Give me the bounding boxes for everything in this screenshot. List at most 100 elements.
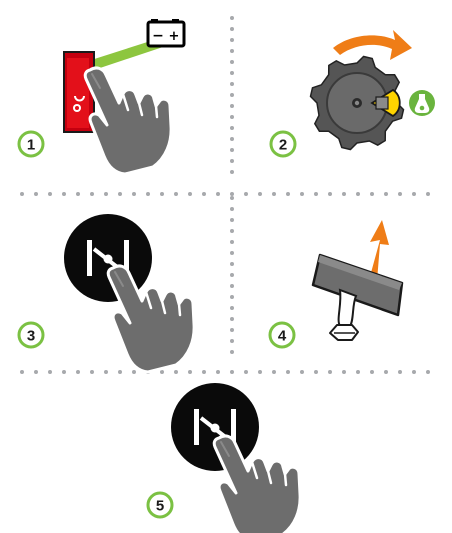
divider-dot bbox=[230, 192, 234, 196]
divider-dot bbox=[230, 104, 234, 108]
divider-dot bbox=[174, 192, 178, 196]
divider-dot bbox=[356, 370, 360, 374]
divider-dot bbox=[202, 370, 206, 374]
step-2-panel: 2 bbox=[269, 30, 435, 158]
divider-dot bbox=[286, 192, 290, 196]
divider-dot bbox=[230, 49, 234, 53]
battery-minus-label: − bbox=[152, 28, 164, 44]
step-1-badge: 1 bbox=[17, 130, 45, 158]
stop-button-icon bbox=[62, 212, 154, 304]
divider-dot bbox=[230, 295, 234, 299]
divider-dot bbox=[34, 370, 38, 374]
divider-dot bbox=[272, 370, 276, 374]
step-1-panel: − + 1 bbox=[17, 19, 186, 176]
divider-dot bbox=[300, 192, 304, 196]
rotate-arrow-icon bbox=[333, 30, 412, 60]
divider-dot bbox=[384, 192, 388, 196]
pointing-hand-icon bbox=[212, 434, 302, 533]
divider-dot bbox=[328, 192, 332, 196]
divider-dot bbox=[426, 370, 430, 374]
divider-dot bbox=[216, 192, 220, 196]
divider-dot bbox=[230, 170, 234, 174]
divider-dot bbox=[62, 192, 66, 196]
divider-dot bbox=[426, 192, 430, 196]
divider-dot bbox=[412, 192, 416, 196]
divider-dot bbox=[370, 192, 374, 196]
divider-dot bbox=[160, 192, 164, 196]
divider-dot bbox=[342, 370, 346, 374]
divider-dot bbox=[230, 82, 234, 86]
valve-knob-icon bbox=[309, 55, 405, 151]
step-3-badge: 3 bbox=[17, 321, 45, 349]
valve-pointer-icon bbox=[370, 88, 401, 118]
divider-dot bbox=[230, 350, 234, 354]
divider-dot bbox=[286, 370, 290, 374]
divider-dot bbox=[230, 27, 234, 31]
divider-dot bbox=[384, 370, 388, 374]
divider-dot bbox=[20, 192, 24, 196]
divider-dot bbox=[328, 370, 332, 374]
step-2-number: 2 bbox=[279, 137, 287, 154]
pull-handle-icon bbox=[311, 253, 404, 341]
divider-dot bbox=[90, 370, 94, 374]
divider-dot bbox=[202, 192, 206, 196]
step-3-number: 3 bbox=[27, 328, 35, 345]
pull-up-arrow-icon bbox=[369, 220, 389, 281]
divider-dot bbox=[314, 370, 318, 374]
stop-button-icon bbox=[169, 381, 261, 473]
step-5-panel: 5 bbox=[146, 381, 302, 533]
divider-dot bbox=[230, 218, 234, 222]
divider-dot bbox=[146, 192, 150, 196]
divider-dot bbox=[188, 370, 192, 374]
divider-dot bbox=[230, 93, 234, 97]
divider-dot bbox=[230, 229, 234, 233]
divider-dot bbox=[230, 159, 234, 163]
battery-plus-label: + bbox=[169, 29, 180, 44]
divider-dot bbox=[230, 262, 234, 266]
divider-dot bbox=[258, 192, 262, 196]
divider-dot bbox=[412, 370, 416, 374]
divider-dot bbox=[76, 370, 80, 374]
divider-dot bbox=[230, 16, 234, 20]
divider-dot bbox=[230, 196, 234, 200]
divider-dot bbox=[398, 370, 402, 374]
step-3-panel: 3 bbox=[17, 212, 196, 374]
pointing-hand-icon bbox=[106, 264, 196, 374]
divider-dot bbox=[398, 192, 402, 196]
divider-dot bbox=[314, 192, 318, 196]
divider-dot bbox=[230, 126, 234, 130]
divider-dot bbox=[230, 148, 234, 152]
step-5-number: 5 bbox=[156, 498, 164, 515]
battery-icon: − + bbox=[146, 19, 186, 48]
fuel-icon bbox=[409, 90, 435, 116]
divider-dot bbox=[258, 370, 262, 374]
step-4-panel: 4 bbox=[268, 220, 404, 349]
divider-dot bbox=[370, 370, 374, 374]
step-4-number: 4 bbox=[278, 328, 287, 345]
divider-dot bbox=[160, 370, 164, 374]
divider-dot bbox=[230, 115, 234, 119]
divider-dot bbox=[118, 370, 122, 374]
divider-dot bbox=[230, 284, 234, 288]
divider-dot bbox=[48, 370, 52, 374]
divider-dot bbox=[230, 370, 234, 374]
divider-dot bbox=[230, 71, 234, 75]
divider-dot bbox=[230, 207, 234, 211]
divider-dot bbox=[76, 192, 80, 196]
divider-dot bbox=[104, 370, 108, 374]
divider-dot bbox=[48, 192, 52, 196]
divider-dot bbox=[230, 38, 234, 42]
divider-dot bbox=[62, 370, 66, 374]
divider-dot bbox=[356, 192, 360, 196]
divider-dot bbox=[216, 370, 220, 374]
divider-dot bbox=[230, 60, 234, 64]
divider-dot bbox=[118, 192, 122, 196]
divider-dot bbox=[132, 370, 136, 374]
pointing-hand-icon bbox=[83, 66, 173, 176]
divider-dot bbox=[132, 192, 136, 196]
divider-dot bbox=[230, 339, 234, 343]
step-5-badge: 5 bbox=[146, 491, 174, 519]
divider-dot bbox=[230, 328, 234, 332]
divider-dot bbox=[230, 251, 234, 255]
